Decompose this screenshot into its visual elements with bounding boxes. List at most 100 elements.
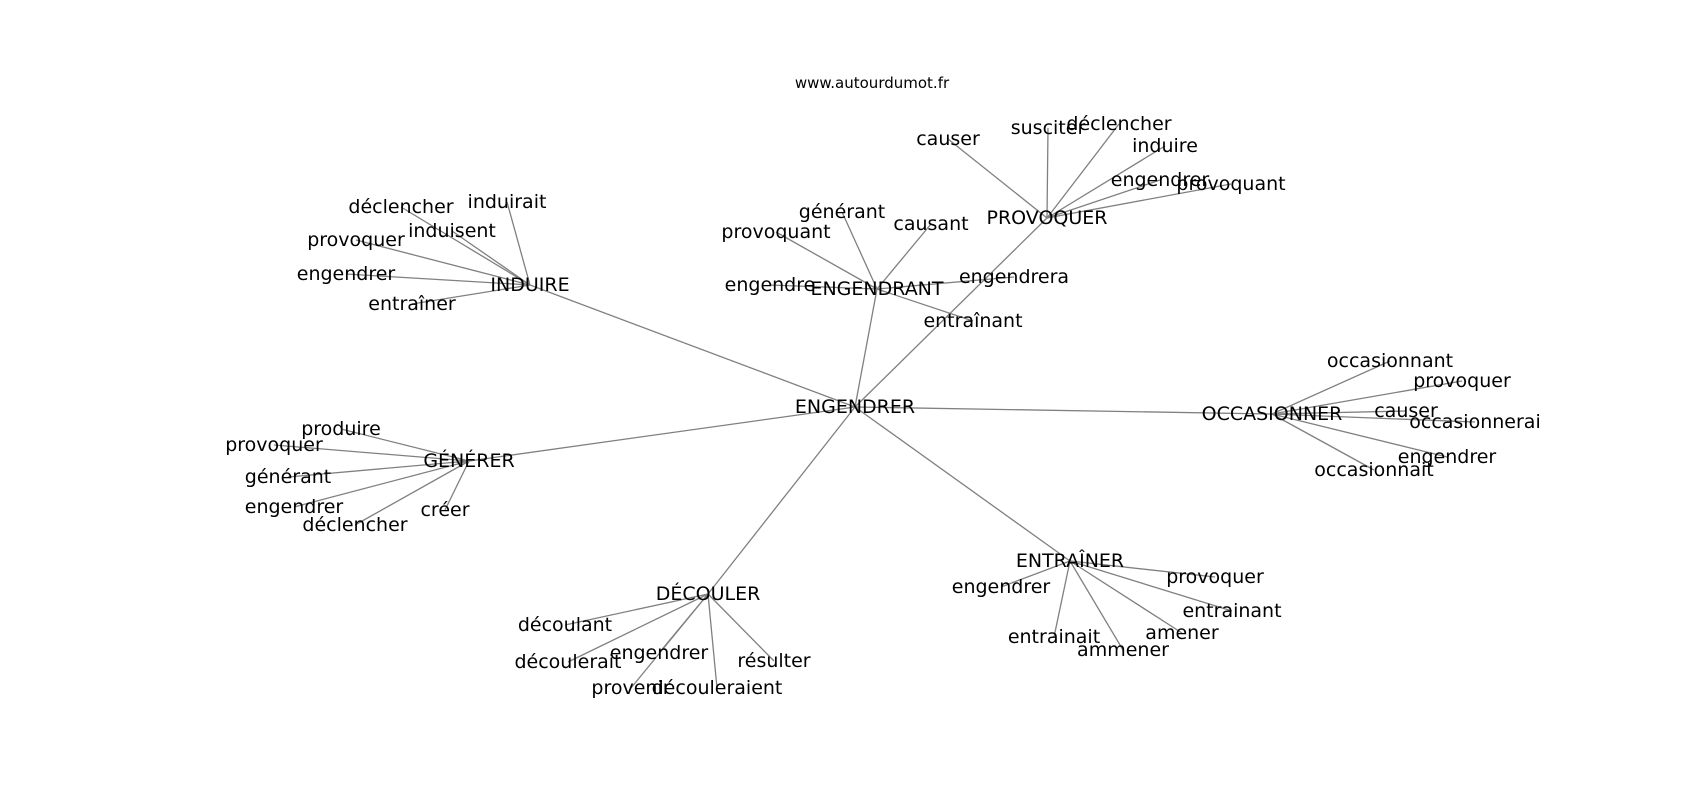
edge-occasionner-to-causer-2 <box>1271 410 1407 415</box>
edge-induire-to-provoquer-3 <box>355 239 531 286</box>
graph-edges <box>273 123 1476 689</box>
edge-induire-to-induisent-2 <box>451 230 531 286</box>
leaf-node-provenir[interactable]: provenir <box>591 677 670 699</box>
edge-decouler-to-decouleraient-4 <box>707 593 718 689</box>
leaf-node-provoquer[interactable]: provoquer <box>225 434 323 456</box>
leaf-node-engendre[interactable]: engendre <box>725 274 816 296</box>
leaf-node-occasionnait[interactable]: occasionnait <box>1314 459 1433 481</box>
edge-decouler-to-decoulerait-1 <box>567 593 709 663</box>
edge-generer-to-declencher-4 <box>354 460 470 526</box>
edge-engendrant-to-provoquant-1 <box>775 231 878 290</box>
leaf-node-entrainait[interactable]: entrainait <box>1008 626 1100 648</box>
edge-decouler-to-resulter-5 <box>707 593 775 662</box>
edge-entrainer-to-engendrer-0 <box>1000 560 1071 588</box>
edge-engendrant-to-engendre-3 <box>769 284 878 290</box>
edge-occasionner-to-occasionnait-5 <box>1271 413 1375 471</box>
edge-entrainer-to-ammener-5 <box>1069 560 1124 651</box>
edge-engendrant-to-engendrera-4 <box>876 276 1015 290</box>
leaf-node-provoquer[interactable]: provoquer <box>307 229 405 251</box>
leaf-node-engendrer[interactable]: engendrer <box>1111 169 1210 191</box>
leaf-node-declencher[interactable]: déclencher <box>348 196 453 218</box>
source-credit: www.autourdumot.fr <box>795 74 950 92</box>
edge-induire-to-induirait-1 <box>506 201 531 286</box>
leaf-node-engendrera[interactable]: engendrera <box>959 266 1069 288</box>
edge-center-to-decouler <box>707 406 856 595</box>
leaf-node-generant[interactable]: générant <box>799 201 885 223</box>
leaf-node-entrainant[interactable]: entraînant <box>923 310 1022 332</box>
edge-entrainer-to-amener-4 <box>1069 560 1183 634</box>
leaf-node-causant[interactable]: causant <box>893 213 968 235</box>
leaf-node-declencher[interactable]: déclencher <box>1066 113 1171 135</box>
leaf-node-entrainer[interactable]: entraîner <box>368 293 456 315</box>
edge-provoquer-to-causer-0 <box>947 138 1048 219</box>
leaf-node-amener[interactable]: amener <box>1145 622 1219 644</box>
leaf-node-creer[interactable]: créer <box>420 499 469 521</box>
edge-provoquer-to-provoquant-5 <box>1046 183 1232 219</box>
leaf-node-decouleraient[interactable]: découleraient <box>652 677 783 699</box>
edge-center-to-entrainer <box>854 406 1071 562</box>
edge-generer-to-provoquer-1 <box>273 444 470 462</box>
leaf-node-declencher[interactable]: déclencher <box>302 514 407 536</box>
edge-provoquer-to-declencher-2 <box>1046 123 1120 219</box>
leaf-node-provoquer[interactable]: provoquer <box>1413 370 1511 392</box>
leaf-node-produire[interactable]: produire <box>301 418 381 440</box>
leaf-node-induisent[interactable]: induisent <box>408 220 496 242</box>
edge-engendrant-to-entrainant-5 <box>876 288 974 322</box>
leaf-node-causer[interactable]: causer <box>916 128 980 150</box>
edge-occasionner-to-occasionnerai-3 <box>1271 413 1476 423</box>
hub-node-provoquer[interactable]: PROVOQUER <box>987 207 1108 229</box>
graph-labels: ENGENDRER INDUIRE déclencher induirait indui… <box>225 113 1541 699</box>
leaf-node-entrainant[interactable]: entrainant <box>1182 600 1281 622</box>
edge-entrainer-to-entrainait-3 <box>1053 560 1071 638</box>
leaf-node-provoquant[interactable]: provoquant <box>721 221 830 243</box>
hub-node-induire[interactable]: INDUIRE <box>490 274 569 296</box>
hub-node-decouler[interactable]: DÉCOULER <box>656 582 761 605</box>
leaf-node-engendrer[interactable]: engendrer <box>297 263 396 285</box>
edge-generer-to-creer-5 <box>444 460 470 511</box>
hub-node-entrainer[interactable]: ENTRAÎNER <box>1016 549 1124 572</box>
edge-generer-to-engendrer-3 <box>293 460 470 508</box>
leaf-node-ammener[interactable]: ammener <box>1077 639 1169 661</box>
leaf-node-decoulant[interactable]: découlant <box>518 614 612 636</box>
hub-node-engendrant[interactable]: ENGENDRANT <box>810 278 943 300</box>
edge-occasionner-to-provoquer-1 <box>1271 380 1463 415</box>
edge-induire-to-engendrer-4 <box>345 273 531 286</box>
edge-provoquer-to-induire-3 <box>1046 145 1166 219</box>
edge-center-to-generer <box>468 406 856 462</box>
center-node[interactable]: ENGENDRER <box>795 396 915 418</box>
edge-occasionner-to-engendrer-4 <box>1271 413 1448 458</box>
edge-center-to-provoquer <box>854 217 1048 408</box>
edge-center-to-occasionner <box>854 406 1273 415</box>
edge-provoquer-to-engendrer-4 <box>1046 179 1161 219</box>
edge-center-to-engendrant <box>854 288 878 408</box>
edge-entrainer-to-entrainant-2 <box>1069 560 1233 612</box>
leaf-node-resulter[interactable]: résulter <box>737 650 810 672</box>
leaf-node-engendrer[interactable]: engendrer <box>610 642 709 664</box>
edge-center-to-induire <box>529 284 856 408</box>
hub-node-generer[interactable]: GÉNÉRER <box>423 449 514 472</box>
leaf-node-engendrer[interactable]: engendrer <box>1398 446 1497 468</box>
leaf-node-susciter[interactable]: susciter <box>1011 117 1086 139</box>
leaf-node-induirait[interactable]: induirait <box>468 191 547 213</box>
edge-engendrant-to-causant-2 <box>876 223 932 290</box>
leaf-node-generant[interactable]: générant <box>245 466 331 488</box>
leaf-node-occasionnerai[interactable]: occasionnerai <box>1409 411 1540 433</box>
edge-decouler-to-provenir-3 <box>630 593 709 689</box>
edge-generer-to-produire-0 <box>340 428 470 462</box>
leaf-node-provoquant[interactable]: provoquant <box>1176 173 1285 195</box>
edge-decouler-to-decoulant-0 <box>564 593 709 626</box>
edge-induire-to-entrainer-5 <box>411 284 531 305</box>
edge-provoquer-to-susciter-1 <box>1046 127 1049 219</box>
leaf-node-engendrer[interactable]: engendrer <box>245 496 344 518</box>
leaf-node-occasionnant[interactable]: occasionnant <box>1327 350 1453 372</box>
leaf-node-decoulerait[interactable]: découlerait <box>514 651 621 673</box>
leaf-node-induire[interactable]: induire <box>1132 135 1198 157</box>
leaf-node-engendrer[interactable]: engendrer <box>952 576 1051 598</box>
leaf-node-causer[interactable]: causer <box>1374 400 1438 422</box>
edge-entrainer-to-provoquer-1 <box>1069 560 1216 578</box>
leaf-node-provoquer[interactable]: provoquer <box>1166 566 1264 588</box>
edge-induire-to-declencher-0 <box>400 206 531 286</box>
edge-engendrant-to-generant-0 <box>841 211 878 290</box>
hub-node-occasionner[interactable]: OCCASIONNER <box>1202 403 1343 425</box>
